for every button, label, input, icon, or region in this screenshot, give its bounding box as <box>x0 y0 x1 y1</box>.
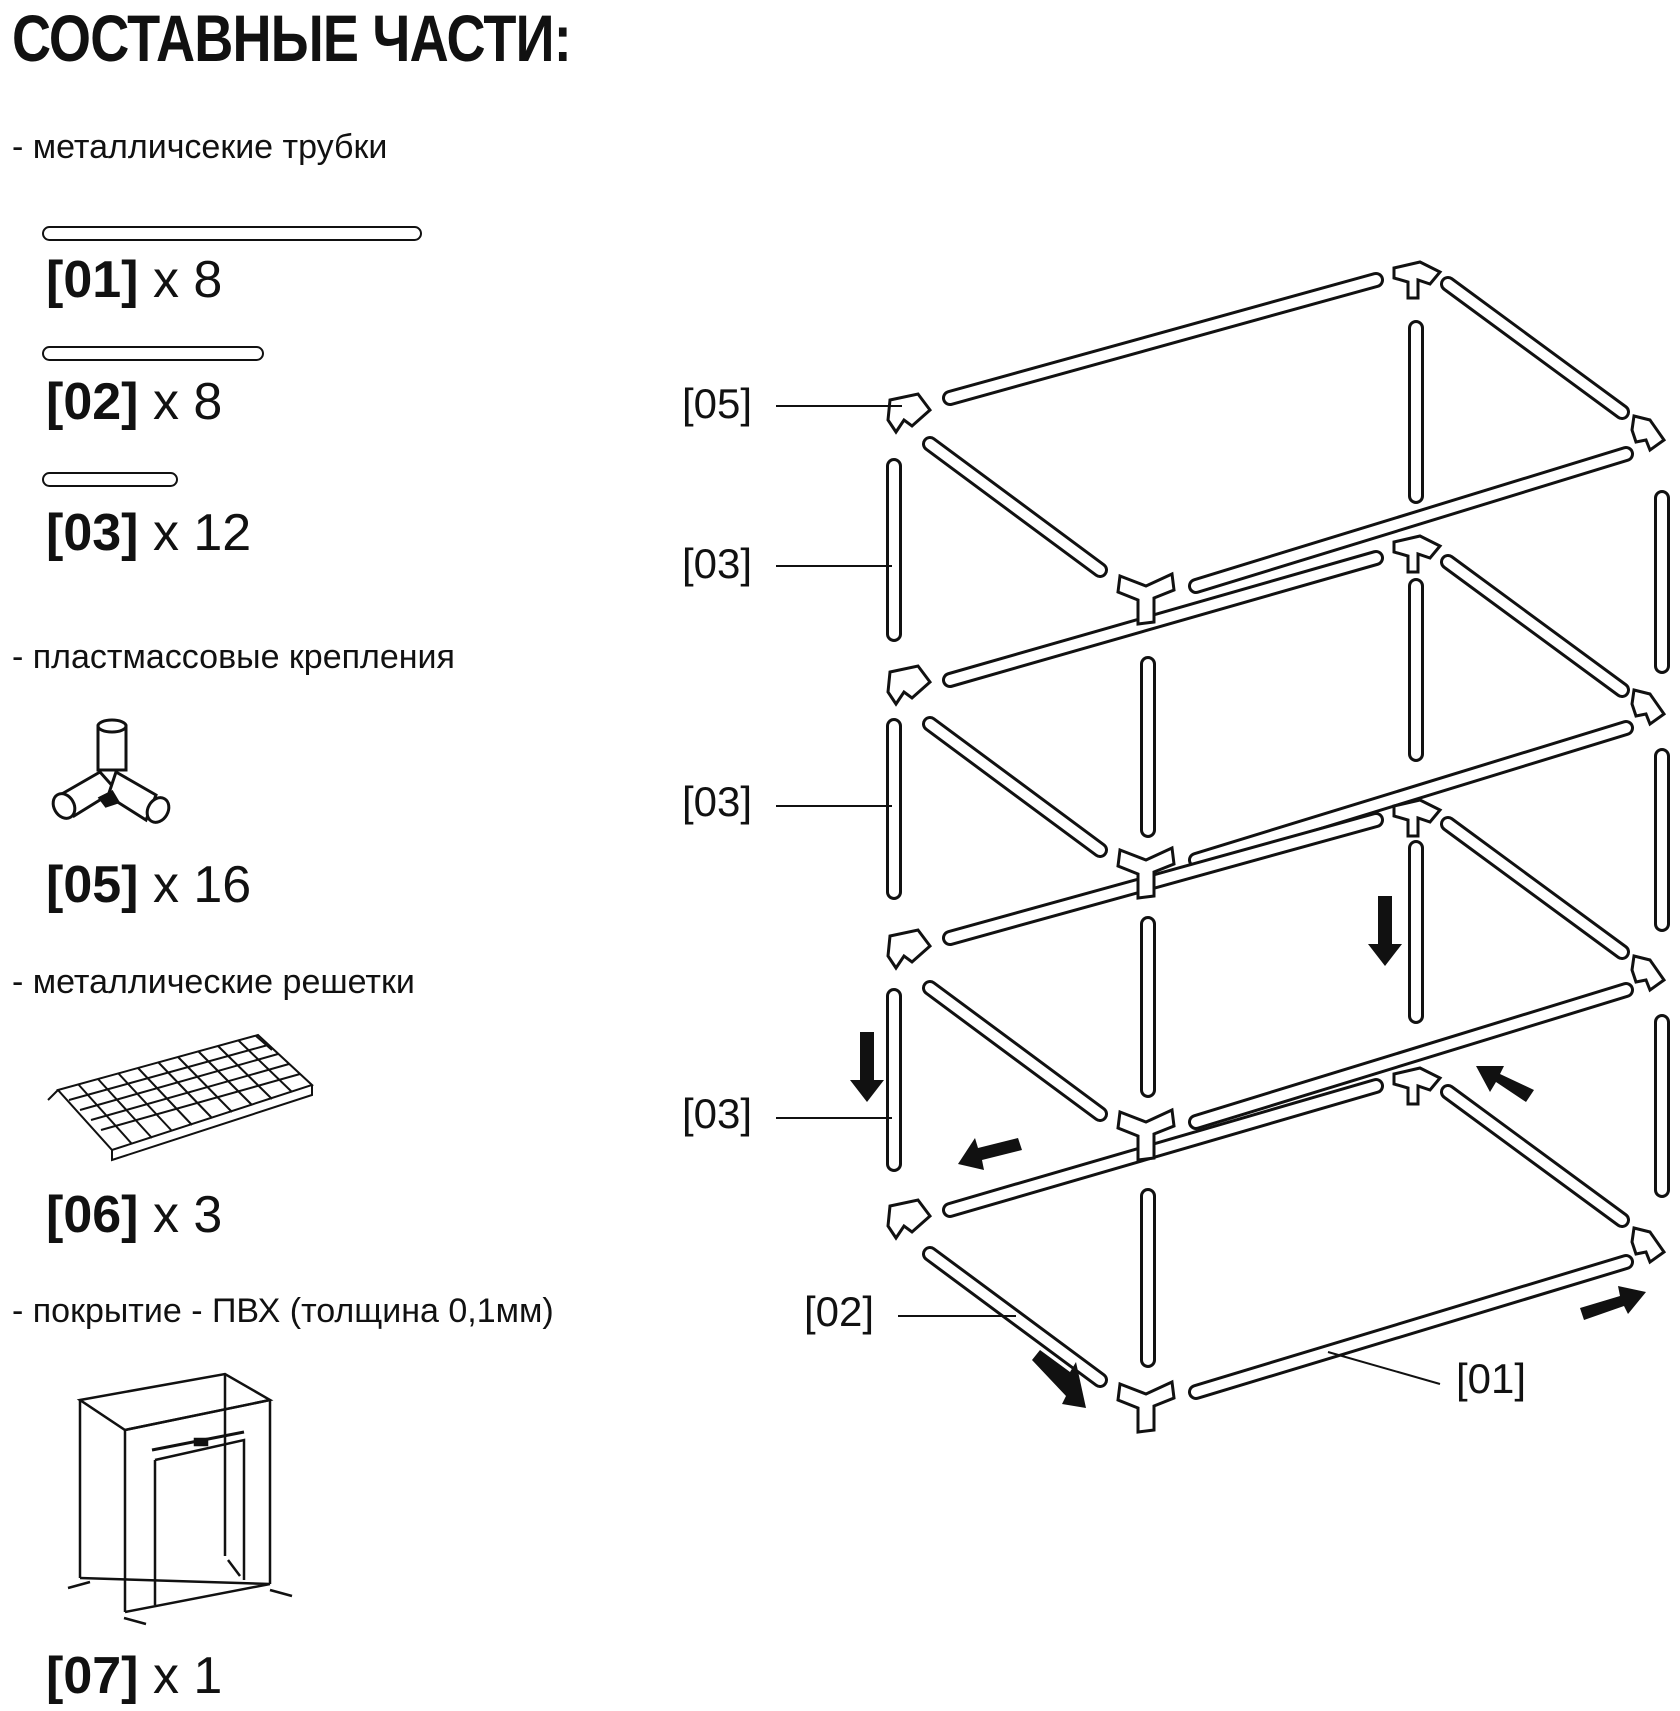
part-07-count: x 1 <box>152 1647 223 1705</box>
tube-02-illustration <box>42 346 264 361</box>
arrow-left-icon <box>958 1138 1022 1170</box>
part-03-count: x 12 <box>152 504 252 562</box>
part-03-quantity: [03] x 12 <box>46 503 251 563</box>
part-01-code: [01] <box>46 251 139 309</box>
part-03-code: [03] <box>46 504 139 562</box>
part-05-code: [05] <box>46 856 139 914</box>
part-01-quantity: [01] x 8 <box>46 250 222 310</box>
arrow-up-left-icon <box>1476 1066 1534 1102</box>
part-05-count: x 16 <box>152 856 252 914</box>
callout-03-middle: [03] <box>682 778 753 825</box>
callout-03-top: [03] <box>682 540 753 587</box>
frame-fittings <box>886 260 1667 1434</box>
part-01-count: x 8 <box>152 251 223 309</box>
part-06-count: x 3 <box>152 1186 223 1244</box>
part-06-quantity: [06] x 3 <box>46 1185 222 1245</box>
leader-lines <box>776 405 1441 1385</box>
part-02-count: x 8 <box>152 373 223 431</box>
section-pvc-cover: - покрытие - ПВХ (толщина 0,1мм) <box>12 1292 554 1330</box>
section-metal-tubes: - металличсекие трубки <box>12 128 388 166</box>
cover-07-illustration <box>67 1372 293 1626</box>
callout-02: [02] <box>804 1288 875 1335</box>
part-07-quantity: [07] x 1 <box>46 1646 222 1706</box>
arrow-down-right-icon <box>1032 1350 1086 1408</box>
tube-01-illustration <box>42 226 422 241</box>
part-02-code: [02] <box>46 373 139 431</box>
arrow-down-icon <box>1368 896 1402 966</box>
part-05-quantity: [05] x 16 <box>46 855 251 915</box>
frame-assembly <box>886 272 1670 1400</box>
callout-01: [01] <box>1456 1355 1527 1402</box>
arrow-down-icon <box>850 1032 884 1102</box>
page-title: СОСТАВНЫЕ ЧАСТИ: <box>12 1 572 75</box>
callout-03-bottom: [03] <box>682 1090 753 1137</box>
tube-03-illustration <box>42 472 178 487</box>
part-06-code: [06] <box>46 1186 139 1244</box>
direction-arrows <box>850 896 1646 1408</box>
section-plastic-fittings: - пластмассовые крепления <box>12 638 455 676</box>
section-metal-grids: - металлические решетки <box>12 963 415 1001</box>
callout-05: [05] <box>682 380 753 427</box>
part-02-quantity: [02] x 8 <box>46 372 222 432</box>
fitting-05-illustration <box>51 718 171 824</box>
part-07-code: [07] <box>46 1647 139 1705</box>
arrow-right-icon <box>1580 1286 1646 1320</box>
grid-06-illustration <box>47 1033 314 1162</box>
